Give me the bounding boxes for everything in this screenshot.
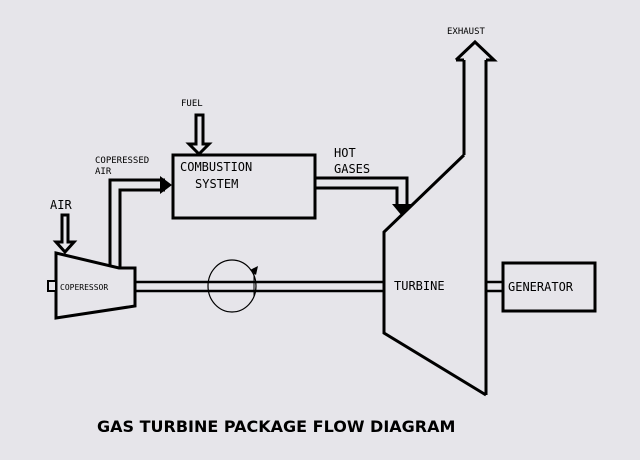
exhaust-arrow: [454, 39, 498, 395]
hot-gases-label-line2: GASES: [334, 162, 370, 176]
air-label: AIR: [50, 198, 72, 212]
compressed-air-label-line2: AIR: [95, 167, 112, 177]
air-inlet-arrow: [52, 213, 78, 255]
fuel-label: FUEL: [181, 99, 203, 109]
combustion-label-line1: COMBUSTION: [180, 160, 252, 174]
compressed-air-label-line1: COPERESSED: [95, 156, 149, 166]
generator-label: GENERATOR: [508, 280, 574, 294]
fuel-arrow: [185, 113, 213, 157]
exhaust-label: EXHAUST: [447, 27, 486, 37]
main-shaft: [135, 280, 384, 293]
turbine-label: TURBINE: [394, 279, 445, 293]
compressed-air-duct: [108, 176, 172, 268]
hot-gases-label-line1: HOT: [334, 146, 356, 160]
combustion-label-line2: SYSTEM: [195, 177, 238, 191]
diagram-title: GAS TURBINE PACKAGE FLOW DIAGRAM: [97, 417, 455, 436]
hot-gases-duct: [315, 176, 412, 216]
generator-shaft: [486, 280, 503, 293]
turbine-shape: [382, 153, 487, 397]
rotation-icon: [207, 259, 258, 313]
combustion-system-box: [171, 153, 317, 220]
generator-box: [501, 261, 597, 313]
compressor-label: COPERESSOR: [60, 283, 108, 292]
